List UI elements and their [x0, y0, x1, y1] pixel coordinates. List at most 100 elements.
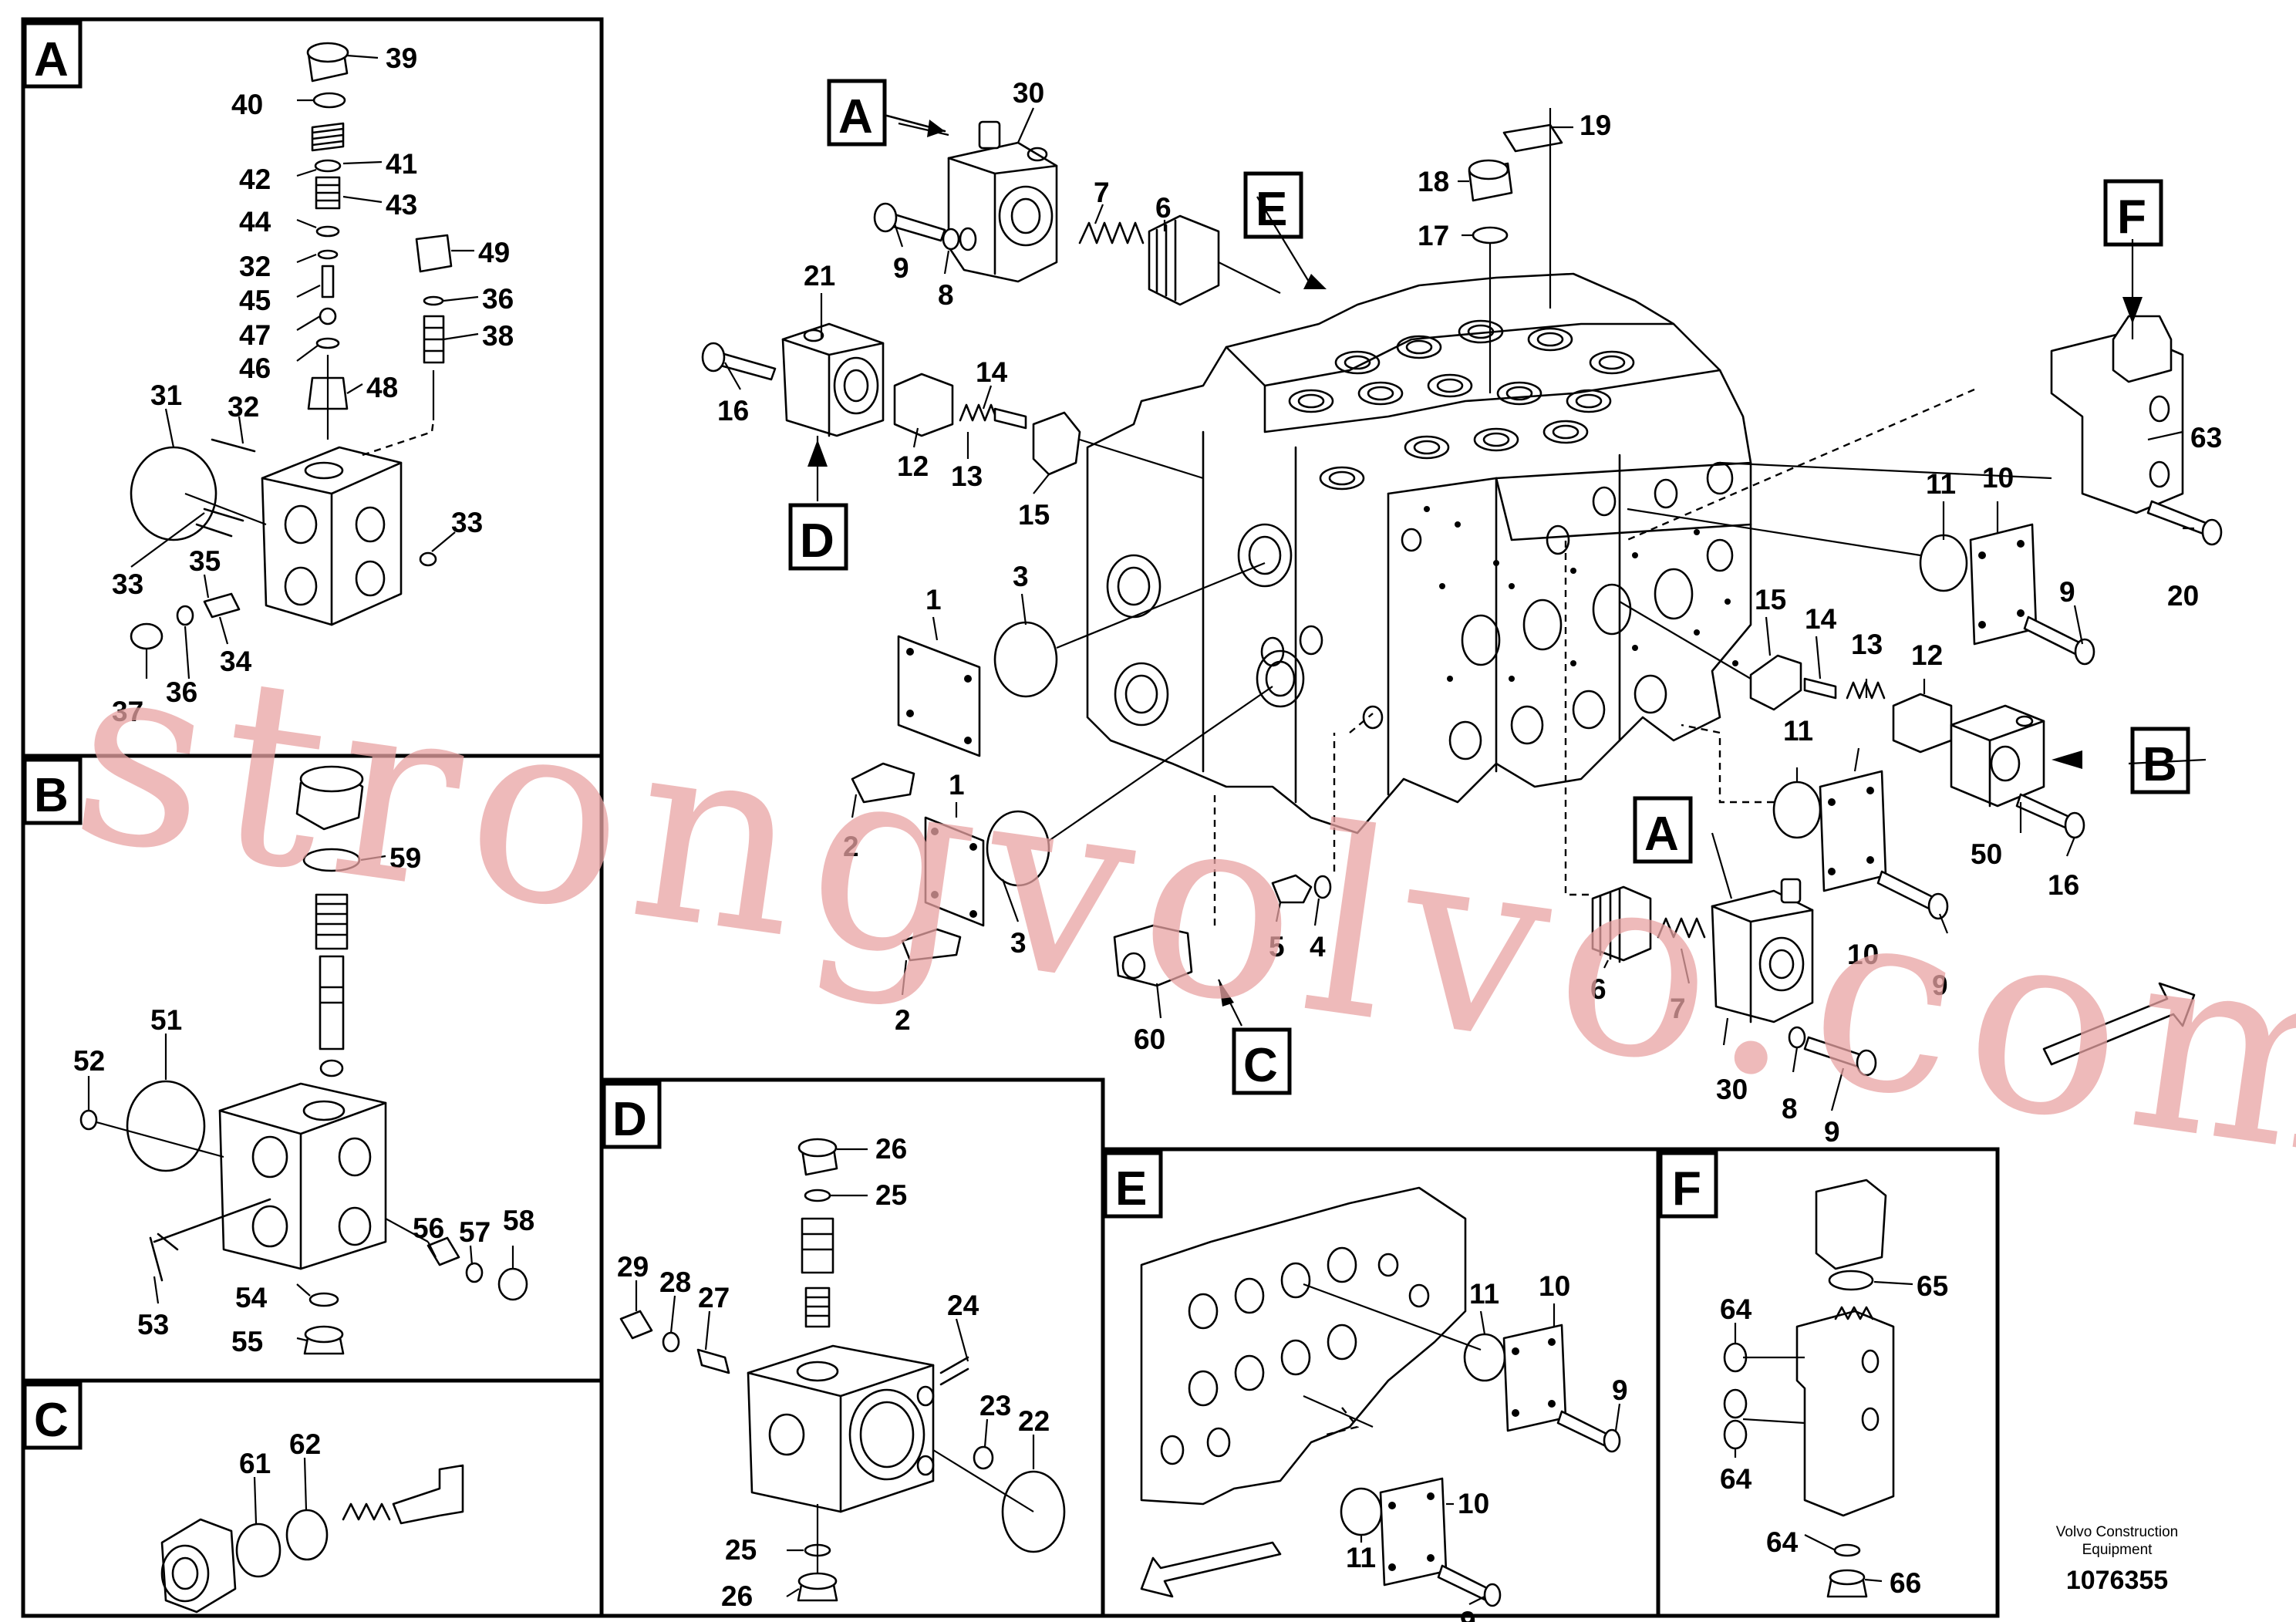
callout-55: 55: [231, 1326, 263, 1357]
callout-56: 56: [413, 1212, 444, 1244]
brand-line-2: Equipment: [2082, 1542, 2153, 1558]
callout-64: 64: [1766, 1526, 1799, 1558]
callout-57: 57: [459, 1216, 491, 1248]
callout-9-mid: 9: [1932, 969, 1948, 1001]
callout-40: 40: [231, 89, 263, 120]
callout-6-bottom: 6: [1590, 973, 1607, 1005]
callout-11: 11: [1346, 1542, 1376, 1573]
view-label-a: A: [34, 33, 69, 86]
view-label-f: F: [1672, 1162, 1701, 1216]
document-number: 1076355: [2066, 1566, 2168, 1595]
callout-44: 44: [239, 206, 271, 238]
callout-30-bottom: 30: [1716, 1074, 1748, 1105]
reference-boxes: A E F D B A C: [788, 79, 2190, 1095]
callout-2-lower: 2: [895, 1004, 911, 1036]
callout-13: 13: [951, 460, 983, 492]
ref-box-b: B: [2143, 738, 2177, 791]
callout-66: 66: [1890, 1567, 1921, 1599]
callout-26: 26: [875, 1133, 907, 1165]
callout-25: 25: [875, 1179, 907, 1211]
callout-15: 15: [1018, 499, 1050, 531]
callout-11-right: 11: [1783, 715, 1813, 747]
callout-20: 20: [2167, 580, 2199, 612]
callout-10: 10: [1458, 1488, 1489, 1519]
ref-box-d: D: [800, 514, 834, 568]
view-label-c: C: [34, 1394, 69, 1447]
ref-box-a-top: A: [838, 90, 873, 143]
callout-64: 64: [1720, 1293, 1752, 1325]
main-exploded-parts: [701, 108, 2223, 1077]
callout-24: 24: [947, 1290, 979, 1321]
callout-12-right: 12: [1911, 639, 1943, 671]
callout-17: 17: [1418, 220, 1449, 251]
callout-12: 12: [897, 450, 929, 482]
callout-22: 22: [1018, 1405, 1050, 1437]
ref-box-a-bottom: A: [1644, 808, 1679, 861]
callout-64: 64: [1720, 1463, 1752, 1495]
callout-14-right: 14: [1805, 603, 1837, 635]
ref-box-e: E: [1256, 183, 1287, 236]
ref-box-f: F: [2117, 191, 2146, 244]
callout-45: 45: [239, 285, 271, 316]
callout-10: 10: [1982, 462, 2014, 494]
callout-18: 18: [1418, 166, 1449, 197]
callout-59: 59: [389, 842, 421, 874]
callout-numbers: 30 7 6 9 8 21 16 14 12 13 15 19 18 17 63…: [73, 42, 2222, 1622]
panel-c-frame: [21, 1378, 604, 1618]
view-label-b: B: [34, 769, 69, 822]
callout-7: 7: [1094, 177, 1110, 208]
brand-line-1: Volvo Construction: [2056, 1524, 2178, 1540]
panel-f-parts: [1723, 1179, 1895, 1598]
callout-63: 63: [2190, 422, 2222, 454]
callout-27: 27: [698, 1282, 730, 1313]
callout-9-right: 9: [2059, 576, 2075, 608]
callout-2: 2: [843, 831, 859, 862]
callout-11: 11: [1469, 1278, 1499, 1310]
callout-25: 25: [725, 1534, 757, 1566]
callout-7-bottom: 7: [1670, 993, 1686, 1024]
callout-3-lower: 3: [1010, 927, 1027, 959]
callout-19: 19: [1580, 110, 1611, 141]
panel-d-parts: [619, 1138, 1066, 1602]
callout-61: 61: [239, 1448, 271, 1479]
callout-53: 53: [137, 1309, 169, 1340]
callout-54: 54: [235, 1282, 268, 1313]
callout-36: 36: [166, 676, 197, 708]
callout-13-right: 13: [1851, 629, 1883, 660]
callout-31: 31: [150, 379, 182, 411]
callout-49: 49: [478, 237, 510, 268]
callout-5: 5: [1269, 931, 1285, 963]
callout-46: 46: [239, 352, 271, 384]
callout-16: 16: [717, 395, 749, 427]
callout-32: 32: [239, 251, 271, 282]
callout-26: 26: [721, 1580, 753, 1612]
callout-35: 35: [189, 545, 221, 577]
callout-1: 1: [925, 584, 942, 615]
callout-37: 37: [112, 696, 143, 727]
view-label-e: E: [1115, 1162, 1147, 1216]
callout-33: 33: [112, 568, 143, 600]
callout-51: 51: [150, 1004, 182, 1036]
callout-34: 34: [220, 646, 252, 677]
panel-c-parts: [160, 1464, 464, 1614]
callout-62: 62: [289, 1428, 321, 1460]
callout-60: 60: [1134, 1023, 1165, 1055]
ref-box-c: C: [1243, 1039, 1278, 1092]
callout-30: 30: [1013, 77, 1044, 109]
callout-4: 4: [1310, 931, 1326, 963]
callout-52: 52: [73, 1045, 105, 1077]
callout-29: 29: [617, 1251, 649, 1283]
callout-14: 14: [976, 356, 1008, 388]
callout-50: 50: [1971, 838, 2002, 870]
callout-41: 41: [386, 148, 417, 180]
callout-9: 9: [1460, 1606, 1476, 1622]
callout-10-right: 10: [1847, 939, 1879, 970]
callout-9-bottom: 9: [1824, 1116, 1840, 1148]
callout-32: 32: [228, 391, 259, 423]
view-label-d: D: [612, 1093, 647, 1146]
footer: Volvo Construction Equipment 1076355: [2056, 1524, 2178, 1595]
callout-1-lower: 1: [949, 769, 965, 801]
callout-9: 9: [893, 252, 909, 284]
panel-a-parts: [130, 42, 453, 650]
